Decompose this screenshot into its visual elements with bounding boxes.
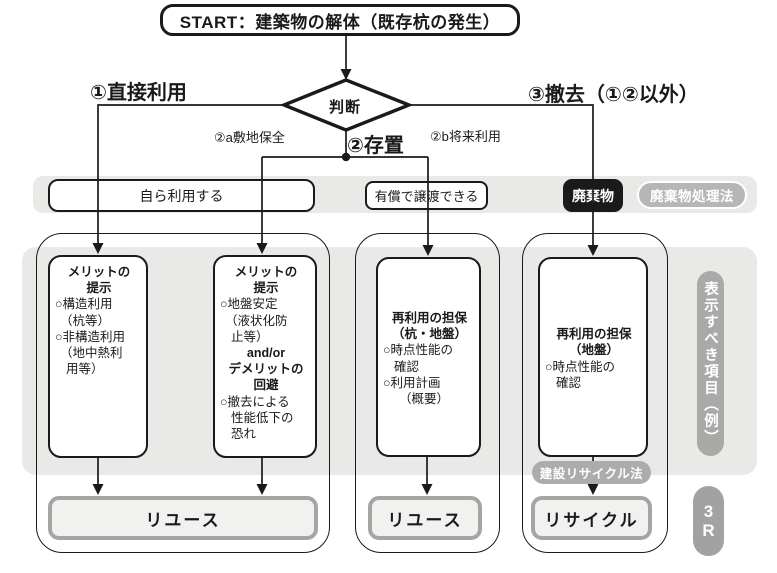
merit-preserve-line: and/or	[246, 346, 286, 361]
merit-preserve-line: ○地盤安定	[220, 297, 278, 312]
merit-preserve-line: デメリットの	[228, 362, 304, 377]
guarantee-line: 再利用の担保	[391, 310, 467, 325]
merit-direct-line: （地中熱利	[60, 346, 123, 361]
paid-transfer-label: 有償で譲渡できる	[374, 189, 479, 204]
merit-preserve-line: （液状化防	[225, 313, 288, 328]
guarantee-line: ○時点性能の	[545, 359, 616, 374]
merit-preserve-line: 恐れ	[231, 427, 257, 442]
branch-preserve-site-label: ②a敷地保全	[214, 130, 285, 145]
reuse-left-label: リユース	[145, 510, 221, 530]
construction-recycle-law-label: 建設リサイクル法	[539, 467, 644, 481]
start-label: START：建築物の解体（既存杭の発生）	[179, 12, 501, 32]
branch-preserve-future-label: ②b将来利用	[430, 129, 501, 144]
start-node: START：建築物の解体（既存杭の発生）	[160, 4, 520, 36]
group-removal	[522, 233, 668, 553]
self-use-node: 自ら利用する	[48, 179, 315, 212]
waste-law-badge: 廃棄物処理法	[637, 181, 747, 209]
guarantee-line: ○利用計画	[383, 375, 441, 390]
merit-direct-line: ○構造利用	[55, 297, 113, 312]
merit-preserve-line: メリットの	[234, 265, 298, 279]
construction-recycle-law-badge: 建設リサイクル法	[532, 461, 651, 484]
reuse-mid-label: リユース	[387, 510, 463, 530]
guarantee-ground-box: 再利用の担保 （地盤） ○時点性能の 確認	[538, 257, 648, 457]
waste-label: 廃棄物	[572, 187, 614, 204]
decision-label: 判断	[329, 99, 362, 116]
waste-law-label: 廃棄物処理法	[650, 189, 734, 204]
guarantee-line: 確認	[394, 359, 420, 374]
guarantee-line: ○時点性能の	[383, 343, 454, 358]
merit-preserve-box: メリットの 提示 ○地盤安定 （液状化防 止等） and/or デメリットの 回…	[213, 255, 317, 458]
merit-direct-line: 提示	[86, 281, 112, 296]
branch-direct-use-label: ①直接利用	[90, 82, 187, 104]
merit-preserve-line: 回避	[253, 378, 279, 393]
three-r-line: R	[702, 521, 715, 540]
branch-preserve-label: ②存置	[347, 135, 404, 157]
guarantee-pile-ground-box: 再利用の担保 （杭・地盤） ○時点性能の 確認 ○利用計画 （概要）	[376, 257, 481, 457]
guarantee-line: 再利用の担保	[556, 327, 632, 342]
display-items-badge: 表示すべき項目（例）	[697, 271, 724, 456]
recycle-node: リサイクル	[531, 496, 652, 540]
merit-direct-box: メリットの 提示 ○構造利用 （杭等） ○非構造利用 （地中熱利 用等）	[48, 255, 148, 458]
merit-preserve-line: 提示	[253, 281, 279, 296]
three-r-line: 3	[703, 502, 714, 521]
guarantee-line: （概要）	[399, 391, 450, 406]
merit-direct-line: ○非構造利用	[55, 329, 126, 344]
guarantee-line: （地盤）	[568, 343, 619, 358]
guarantee-line: （杭・地盤）	[391, 327, 467, 342]
three-r-badge: 3 R	[693, 486, 724, 556]
merit-direct-line: 用等）	[66, 362, 104, 377]
merit-direct-line: メリットの	[67, 265, 131, 279]
paid-transfer-node: 有償で譲渡できる	[365, 181, 488, 210]
merit-preserve-line: 止等）	[231, 329, 269, 344]
display-items-label: 表示すべき項目（例）	[702, 281, 718, 446]
reuse-left-node: リユース	[48, 496, 318, 540]
merit-preserve-line: 性能低下の	[231, 410, 294, 425]
recycle-label: リサイクル	[544, 510, 639, 530]
self-use-label: 自ら利用する	[139, 187, 224, 204]
waste-node: 廃棄物	[563, 179, 623, 212]
guarantee-line: 確認	[556, 375, 582, 390]
branch-removal-label: ③撤去（①②以外）	[528, 84, 699, 106]
reuse-mid-node: リユース	[368, 496, 482, 540]
merit-preserve-line: ○撤去による	[220, 394, 290, 409]
merit-direct-line: （杭等）	[60, 313, 111, 328]
